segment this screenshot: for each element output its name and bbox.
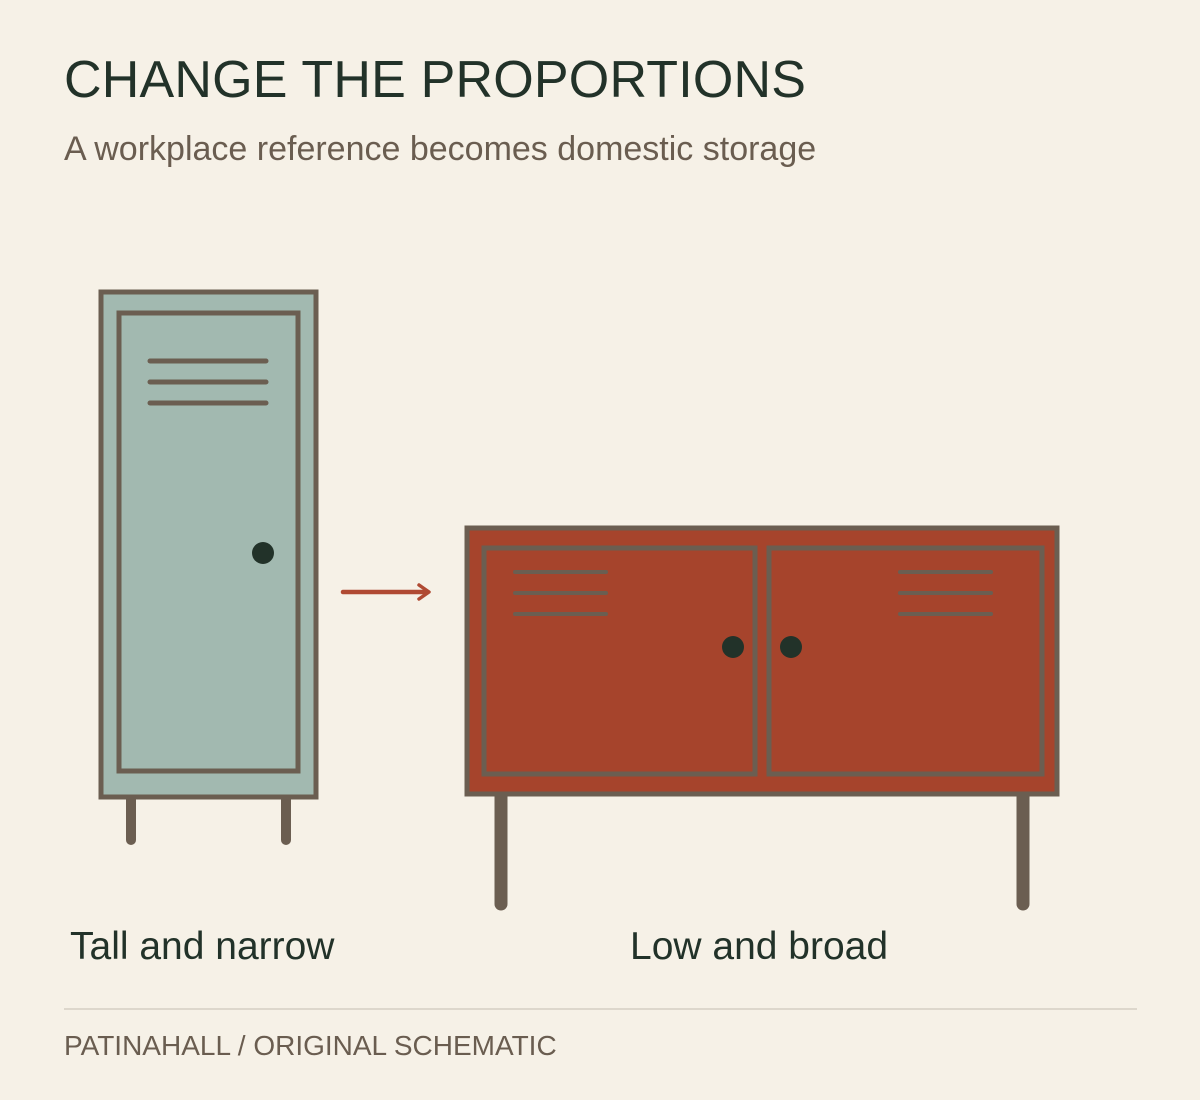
transform-arrow <box>340 583 431 601</box>
locker-door <box>116 310 301 774</box>
arrow-head <box>417 583 431 601</box>
tall-locker-caption: Tall and narrow <box>70 925 335 968</box>
sideboard-knob-right <box>780 636 802 658</box>
locker-knob <box>252 542 274 564</box>
tall-locker-illustration <box>98 289 319 845</box>
page-subtitle: A workplace reference becomes domestic s… <box>64 130 817 168</box>
low-sideboard-caption: Low and broad <box>630 925 889 968</box>
footer-credit: PATINAHALL / ORIGINAL SCHEMATIC <box>64 1030 557 1061</box>
footer-divider <box>64 1008 1137 1010</box>
low-sideboard-illustration <box>464 525 1060 911</box>
locker-body <box>98 289 319 800</box>
page-title: CHANGE THE PROPORTIONS <box>64 51 807 109</box>
sideboard-door-left <box>481 545 758 777</box>
sideboard-body <box>464 525 1060 797</box>
sideboard-door-right <box>766 545 1045 777</box>
sideboard-knob-left <box>722 636 744 658</box>
